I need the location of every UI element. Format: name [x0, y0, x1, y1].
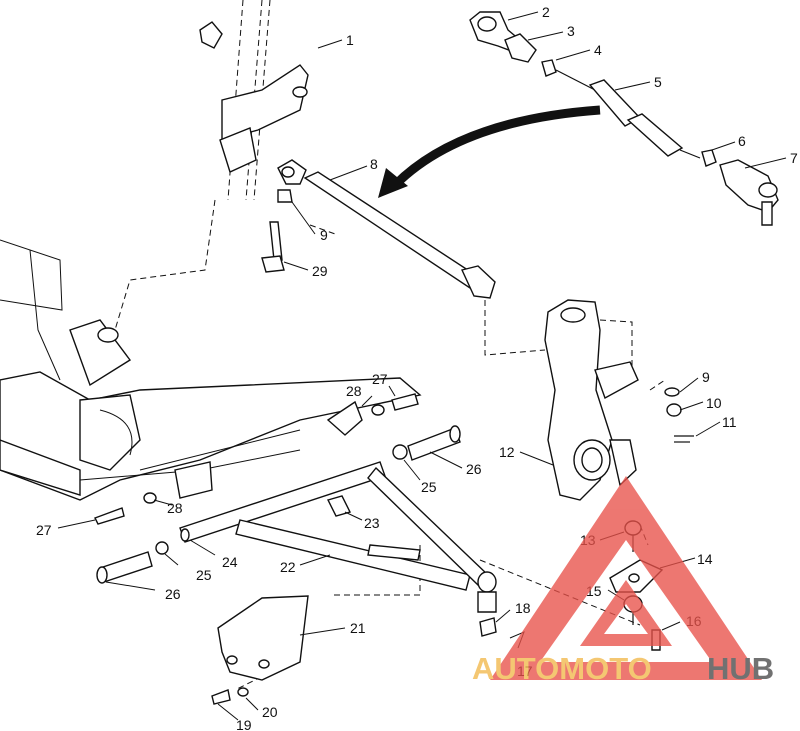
callout-1: 1 — [346, 32, 354, 48]
callout-26b: 26 — [165, 586, 181, 602]
spindle — [544, 299, 639, 501]
callout-4: 4 — [594, 42, 602, 58]
leader-lines — [57, 11, 787, 721]
callout-18: 18 — [515, 600, 531, 616]
callout-27b: 27 — [36, 522, 52, 538]
callout-9b: 9 — [702, 369, 710, 385]
watermark-prefix: AUTOMOTO — [472, 651, 652, 686]
callout-20: 20 — [262, 704, 278, 720]
callout-21: 21 — [350, 620, 366, 636]
callout-28a: 28 — [346, 383, 362, 399]
callout-9a: 9 — [320, 227, 328, 243]
steering-post — [199, 0, 309, 201]
callout-5: 5 — [654, 74, 662, 90]
callout-14: 14 — [697, 551, 713, 567]
callout-3: 3 — [567, 23, 575, 39]
lower-bushings — [94, 492, 525, 649]
upper-mount-hardware — [326, 393, 461, 461]
callout-22: 22 — [280, 559, 296, 575]
direction-arrow — [378, 105, 601, 198]
callout-19: 19 — [236, 717, 252, 731]
watermark-suffix: HUB — [707, 651, 774, 686]
callout-28b: 28 — [167, 500, 183, 516]
callout-25a: 25 — [421, 479, 437, 495]
skid-plate — [211, 595, 309, 705]
tie-rod-8 — [261, 159, 496, 299]
callout-8: 8 — [370, 156, 378, 172]
spindle-hardware — [664, 387, 694, 443]
a-arm — [179, 461, 497, 613]
callout-labels: 1 2 3 4 5 6 7 8 9 29 9 10 11 12 27 28 26… — [36, 4, 798, 731]
callout-6: 6 — [738, 133, 746, 149]
callout-2: 2 — [542, 4, 550, 20]
callout-10: 10 — [706, 395, 722, 411]
chassis-frame — [0, 239, 422, 501]
callout-7: 7 — [790, 150, 798, 166]
callout-24: 24 — [222, 554, 238, 570]
callout-25b: 25 — [196, 567, 212, 583]
callout-26a: 26 — [466, 461, 482, 477]
watermark: AUTOMOTO HUB — [472, 476, 774, 686]
watermark-triangle — [490, 476, 762, 680]
callout-27a: 27 — [372, 371, 388, 387]
callout-29: 29 — [312, 263, 328, 279]
callout-12: 12 — [499, 444, 515, 460]
tie-rod-upper — [469, 11, 779, 226]
callout-23: 23 — [364, 515, 380, 531]
callout-11: 11 — [722, 414, 737, 430]
